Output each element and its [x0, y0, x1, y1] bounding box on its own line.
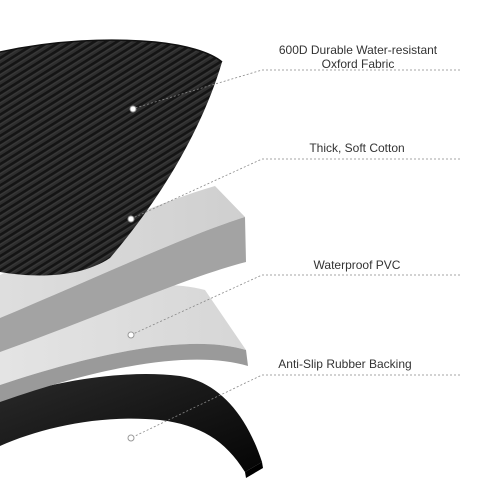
leader-dot-cotton	[127, 215, 135, 223]
leader-dot-oxford	[129, 105, 137, 113]
pvc-label-line-1: Waterproof PVC	[313, 258, 401, 272]
rubber-label-line-1: Anti-Slip Rubber Backing	[278, 357, 412, 371]
cotton-label-line-1: Thick, Soft Cotton	[309, 141, 405, 155]
leader-line-rubber	[132, 374, 460, 438]
leader-dots	[127, 105, 137, 442]
rubber-label: Anti-Slip Rubber Backing	[250, 357, 440, 371]
leader-line-cotton	[132, 158, 460, 219]
leader-dot-pvc	[127, 331, 135, 339]
oxford-label-line-1: 600D Durable Water-resistant	[278, 43, 438, 57]
leader-dot-rubber	[127, 434, 135, 442]
cotton-label: Thick, Soft Cotton	[282, 141, 432, 155]
pvc-label: Waterproof PVC	[282, 258, 432, 272]
oxford-label: 600D Durable Water-resistant Oxford Fabr…	[258, 43, 458, 71]
cotton-layer	[0, 186, 246, 352]
leader-lines	[132, 69, 460, 438]
leader-line-oxford	[134, 69, 460, 109]
leader-line-pvc	[132, 274, 460, 335]
oxford-label-line-2: Oxford Fabric	[321, 57, 395, 71]
rubber-layer	[0, 374, 263, 478]
